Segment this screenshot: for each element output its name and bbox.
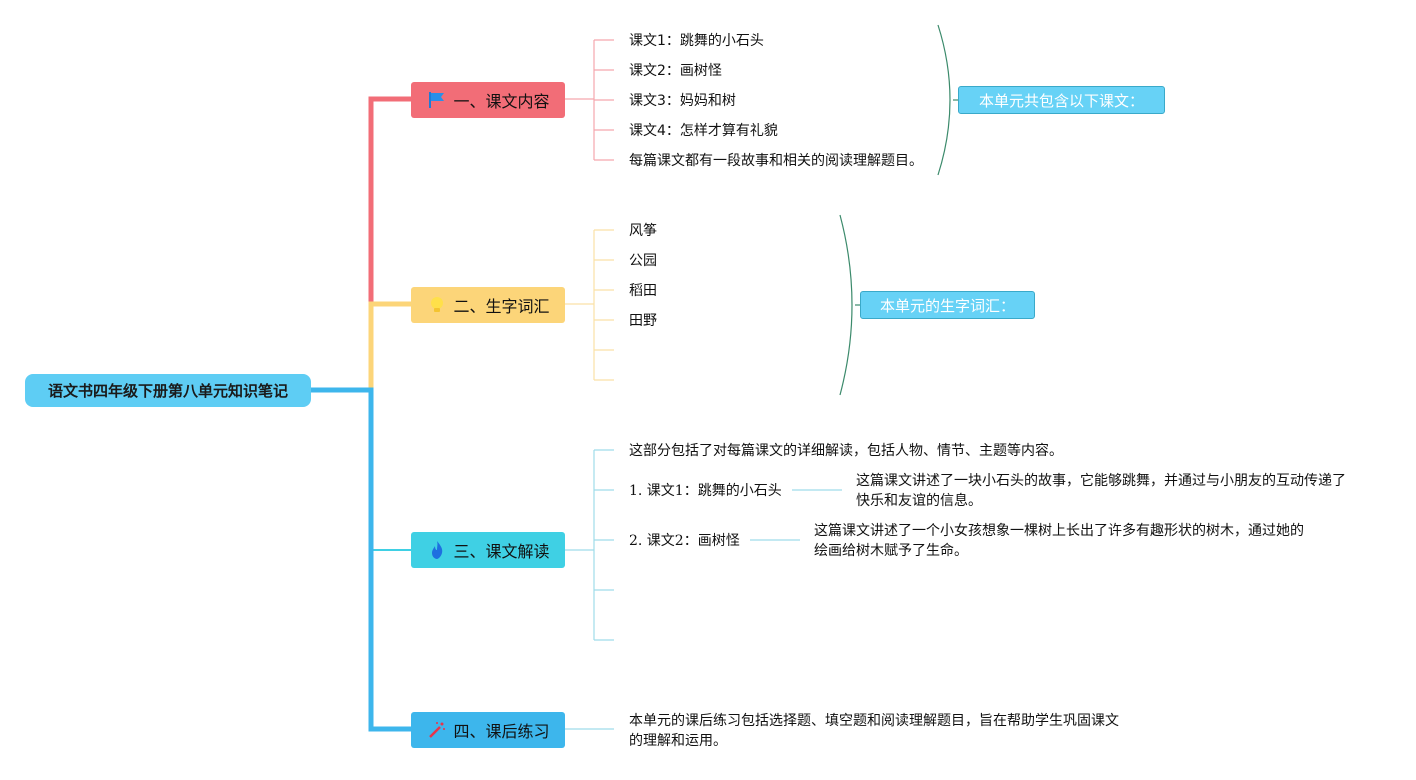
summary-vocabulary[interactable]: 本单元的生字词汇：	[860, 291, 1035, 319]
list-item: 这部分包括了对每篇课文的详细解读，包括人物、情节、主题等内容。	[629, 443, 1063, 459]
flag-icon	[426, 89, 448, 111]
branch-lesson-content[interactable]: 一、课文内容	[411, 82, 565, 118]
branch-1-leaf-lines	[565, 39, 614, 161]
list-item: 课文3：妈妈和树	[629, 93, 736, 109]
list-item: 课文4：怎样才算有礼貌	[629, 123, 778, 139]
branch-label: 四、课后练习	[453, 722, 550, 741]
summary-label: 本单元的生字词汇：	[879, 296, 1015, 315]
list-item: 公园	[629, 253, 657, 269]
magic-wand-icon	[426, 719, 448, 741]
connector-branch-3	[311, 389, 411, 551]
root-topic[interactable]: 语文书四年级下册第八单元知识笔记	[25, 374, 311, 407]
list-item: 课文1：跳舞的小石头	[629, 33, 764, 49]
lesson-title: 2. 课文2：画树怪	[629, 533, 740, 549]
branch-exercises[interactable]: 四、课后练习	[411, 712, 565, 748]
summary-lesson-content[interactable]: 本单元共包含以下课文：	[958, 86, 1165, 114]
branch-lesson-analysis[interactable]: 三、课文解读	[411, 532, 565, 568]
branch-2-leaf-lines	[565, 229, 614, 381]
list-item: 本单元的课后练习包括选择题、填空题和阅读理解题目，旨在帮助学生巩固课文的理解和运…	[629, 713, 1119, 749]
root-title: 语文书四年级下册第八单元知识笔记	[47, 382, 288, 400]
connector-branch-4	[311, 387, 411, 732]
connector-branch-2	[311, 301, 411, 393]
list-item: 风筝	[629, 223, 657, 239]
branch-label: 一、课文内容	[453, 92, 550, 111]
lesson-detail: 这篇课文讲述了一个小女孩想象一棵树上长出了许多有趣形状的树木，通过她的绘画给树木…	[814, 523, 1304, 559]
summary-label: 本单元共包含以下课文：	[978, 91, 1144, 110]
branch-vocabulary[interactable]: 二、生字词汇	[411, 287, 565, 323]
branch-label: 三、课文解读	[453, 542, 550, 561]
branch-3-leaf-lines	[565, 449, 842, 641]
branch-label: 二、生字词汇	[453, 297, 550, 316]
connector-branch-1	[311, 96, 411, 393]
list-item: 每篇课文都有一段故事和相关的阅读理解题目。	[629, 153, 923, 169]
list-item: 稻田	[629, 283, 657, 299]
list-item: 课文2：画树怪	[629, 63, 722, 79]
list-item: 田野	[629, 313, 657, 329]
fire-icon	[426, 539, 448, 561]
lesson-detail: 这篇课文讲述了一块小石头的故事，它能够跳舞，并通过与小朋友的互动传递了快乐和友谊…	[856, 473, 1346, 509]
brace-summary-2	[839, 214, 853, 396]
brace-summary-1	[937, 24, 951, 176]
lightbulb-icon	[426, 294, 448, 316]
lesson-title: 1. 课文1：跳舞的小石头	[629, 483, 782, 499]
